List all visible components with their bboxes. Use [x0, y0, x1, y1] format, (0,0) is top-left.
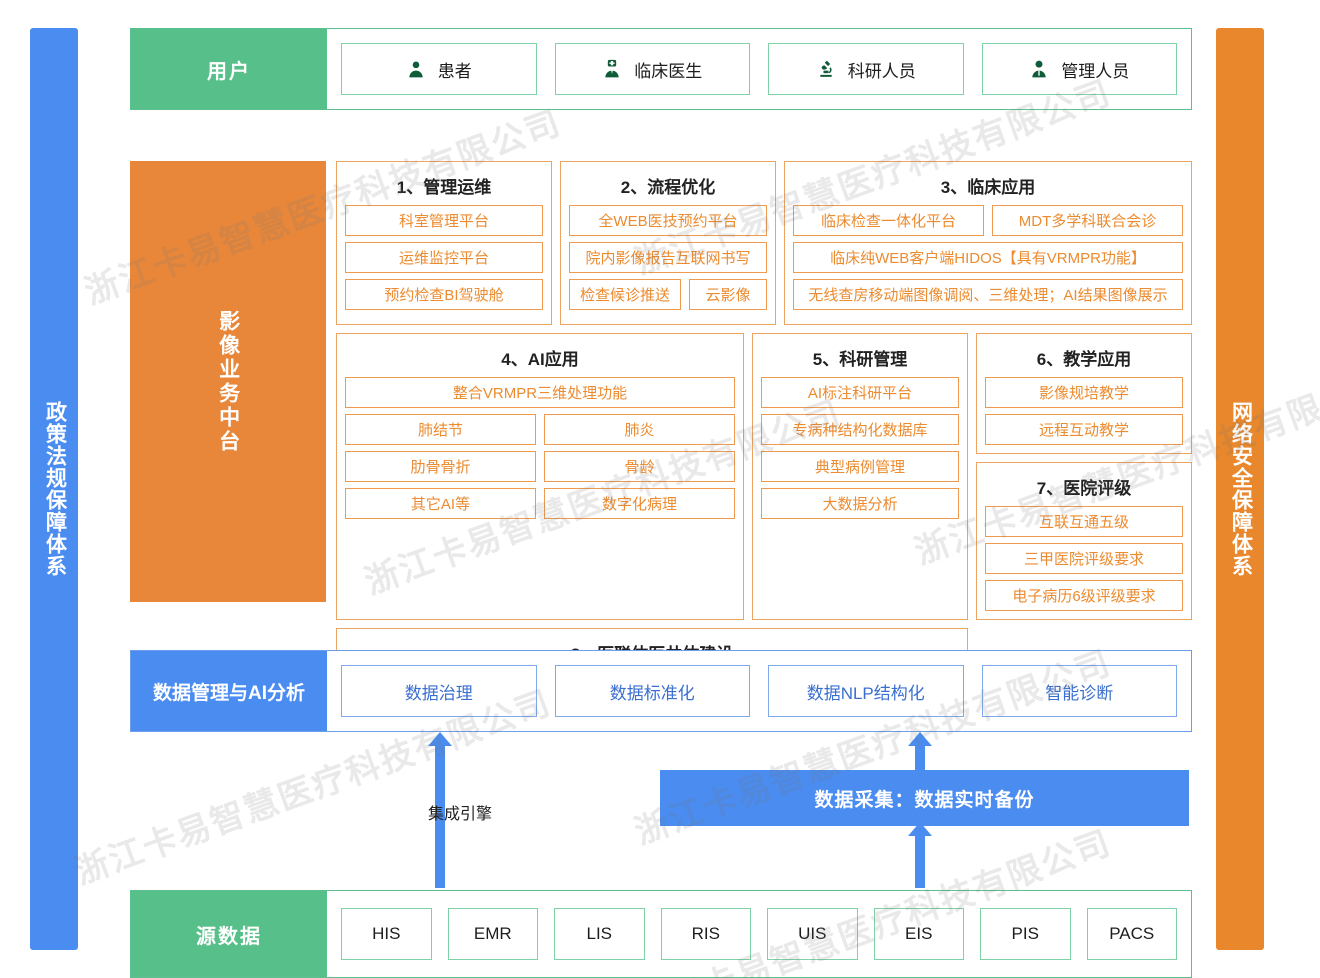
group-5-research: 5、科研管理 AI标注科研平台 专病种结构化数据库 典型病例管理 大数据分析 [752, 333, 968, 620]
cell-interconnect-l5[interactable]: 互联互通五级 [985, 506, 1183, 537]
source-chip-pacs[interactable]: PACS [1086, 908, 1177, 960]
cell-bi-cockpit[interactable]: 预约检查BI驾驶舱 [345, 279, 543, 310]
group-7-title: 7、医院评级 [1036, 479, 1132, 498]
left-policy-bar-label: 政策法规保障体系 [43, 401, 67, 577]
data-management-band-label: 数据管理与AI分析 [131, 651, 327, 731]
patient-icon [406, 59, 426, 79]
doctor-icon [602, 59, 622, 79]
user-chip-patient[interactable]: 患者 [341, 43, 537, 95]
source-data-band-label: 源数据 [131, 891, 327, 977]
source-data-band-body: HIS EMR LIS RIS UIS EIS PIS PACS [327, 891, 1191, 977]
cell-disease-db[interactable]: 专病种结构化数据库 [761, 414, 959, 445]
source-chip-uis[interactable]: UIS [767, 908, 858, 960]
group-4-ai: 4、AI应用 整合VRMPR三维处理功能 肺结节 肺炎 肋骨骨折 骨龄 其它AI… [336, 333, 744, 620]
group-4-title: 4、AI应用 [501, 350, 579, 369]
data-management-band: 数据管理与AI分析 数据治理 数据标准化 数据NLP结构化 智能诊断 [130, 650, 1192, 732]
data-chip-diagnosis[interactable]: 智能诊断 [981, 665, 1177, 717]
cell-remote-teaching[interactable]: 远程互动教学 [985, 414, 1183, 445]
source-chip-eis[interactable]: EIS [873, 908, 964, 960]
arrow-source-to-collect [908, 822, 932, 888]
user-chip-clinician-label: 临床医生 [634, 61, 703, 81]
platform-band-body: 1、管理运维 科室管理平台 运维监控平台 预约检查BI驾驶舱 2、流程优化 全W… [326, 161, 1192, 712]
source-chip-emr[interactable]: EMR [447, 908, 538, 960]
microscope-icon [816, 59, 836, 79]
cell-lung-nodule[interactable]: 肺结节 [345, 414, 536, 445]
data-collection-bar: 数据采集：数据实时备份 [660, 770, 1189, 826]
user-chip-admin-label: 管理人员 [1061, 61, 1130, 81]
cell-dept-mgmt[interactable]: 科室管理平台 [345, 205, 543, 236]
left-policy-bar: 政策法规保障体系 [30, 28, 78, 950]
cell-case-mgmt[interactable]: 典型病例管理 [761, 451, 959, 482]
cell-pneumonia[interactable]: 肺炎 [544, 414, 735, 445]
cell-imaging-training[interactable]: 影像规培教学 [985, 377, 1183, 408]
platform-band: 影像业务中台 1、管理运维 科室管理平台 运维监控平台 预约检查BI驾驶舱 2、… [130, 161, 1192, 712]
user-band-body: 患者 临床医生 科研人员 [327, 29, 1191, 109]
user-chip-patient-label: 患者 [437, 61, 472, 81]
user-chip-admin[interactable]: 管理人员 [981, 43, 1177, 95]
cell-tertiary-hospital[interactable]: 三甲医院评级要求 [985, 543, 1183, 574]
platform-row-middle: 4、AI应用 整合VRMPR三维处理功能 肺结节 肺炎 肋骨骨折 骨龄 其它AI… [336, 333, 1192, 620]
data-management-band-body: 数据治理 数据标准化 数据NLP结构化 智能诊断 [327, 651, 1191, 731]
group-1-title: 1、管理运维 [396, 178, 492, 197]
cell-vrmpr[interactable]: 整合VRMPR三维处理功能 [345, 377, 735, 408]
cell-report-writing[interactable]: 院内影像报告互联网书写 [569, 242, 767, 273]
group-2-row3: 检查候诊推送 云影像 [569, 279, 767, 316]
source-chip-his[interactable]: HIS [341, 908, 432, 960]
right-security-bar: 网络安全保障体系 [1216, 28, 1264, 950]
cell-ai-annotation[interactable]: AI标注科研平台 [761, 377, 959, 408]
source-chip-ris[interactable]: RIS [660, 908, 751, 960]
user-chip-researcher-label: 科研人员 [847, 61, 916, 81]
cell-hidos[interactable]: 临床纯WEB客户端HIDOS【具有VRMPR功能】 [793, 242, 1183, 273]
user-band-label: 用户 [131, 29, 327, 109]
cell-ops-monitor[interactable]: 运维监控平台 [345, 242, 543, 273]
group-4-row2: 肺结节 肺炎 [345, 414, 735, 451]
source-chip-pis[interactable]: PIS [980, 908, 1071, 960]
source-chip-lis[interactable]: LIS [554, 908, 645, 960]
data-chip-governance[interactable]: 数据治理 [341, 665, 537, 717]
cell-emr-l6[interactable]: 电子病历6级评级要求 [985, 580, 1183, 611]
source-data-band: 源数据 HIS EMR LIS RIS UIS EIS PIS PACS [130, 890, 1192, 978]
cell-mobile-rounds[interactable]: 无线查房移动端图像调阅、三维处理；AI结果图像展示 [793, 279, 1183, 310]
group-3-row1: 临床检查一体化平台 MDT多学科联合会诊 [793, 205, 1183, 242]
platform-col-right: 6、教学应用 影像规培教学 远程互动教学 7、医院评级 互联互通五级 三甲医院评… [976, 333, 1192, 620]
user-chip-clinician[interactable]: 临床医生 [554, 43, 750, 95]
integration-engine-label: 集成引擎 [427, 806, 492, 823]
cell-waiting-push[interactable]: 检查候诊推送 [569, 279, 681, 310]
arrow-engine-to-data [428, 732, 452, 888]
cell-other-ai[interactable]: 其它AI等 [345, 488, 536, 519]
cell-bone-age[interactable]: 骨龄 [544, 451, 735, 482]
platform-row-top: 1、管理运维 科室管理平台 运维监控平台 预约检查BI驾驶舱 2、流程优化 全W… [336, 161, 1192, 325]
group-6-teaching: 6、教学应用 影像规培教学 远程互动教学 [976, 333, 1192, 454]
group-5-title: 5、科研管理 [812, 350, 908, 369]
admin-icon [1029, 59, 1049, 79]
arrow-collect-to-data [908, 732, 932, 775]
group-3-clinical: 3、临床应用 临床检查一体化平台 MDT多学科联合会诊 临床纯WEB客户端HID… [784, 161, 1192, 325]
user-chip-researcher[interactable]: 科研人员 [768, 43, 964, 95]
user-band: 用户 患者 临床医生 [130, 28, 1192, 110]
cell-cloud-image[interactable]: 云影像 [689, 279, 767, 310]
group-6-title: 6、教学应用 [1036, 350, 1132, 369]
platform-band-label: 影像业务中台 [130, 161, 326, 602]
group-4-row4: 其它AI等 数字化病理 [345, 488, 735, 525]
group-3-title: 3、临床应用 [940, 178, 1036, 197]
group-2-title: 2、流程优化 [620, 178, 716, 197]
group-2-process: 2、流程优化 全WEB医技预约平台 院内影像报告互联网书写 检查候诊推送 云影像 [560, 161, 776, 325]
cell-bigdata-analysis[interactable]: 大数据分析 [761, 488, 959, 519]
data-chip-standardization[interactable]: 数据标准化 [554, 665, 750, 717]
integration-gap: 集成引擎 数据采集：数据实时备份 [130, 732, 1192, 890]
cell-rib-fracture[interactable]: 肋骨骨折 [345, 451, 536, 482]
cell-web-booking[interactable]: 全WEB医技预约平台 [569, 205, 767, 236]
group-4-row3: 肋骨骨折 骨龄 [345, 451, 735, 488]
cell-exam-platform[interactable]: 临床检查一体化平台 [793, 205, 984, 236]
group-1-ops: 1、管理运维 科室管理平台 运维监控平台 预约检查BI驾驶舱 [336, 161, 552, 325]
group-7-rating: 7、医院评级 互联互通五级 三甲医院评级要求 电子病历6级评级要求 [976, 462, 1192, 620]
cell-mdt[interactable]: MDT多学科联合会诊 [992, 205, 1183, 236]
right-security-bar-label: 网络安全保障体系 [1229, 401, 1253, 577]
cell-digital-pathology[interactable]: 数字化病理 [544, 488, 735, 519]
data-chip-nlp[interactable]: 数据NLP结构化 [768, 665, 964, 717]
